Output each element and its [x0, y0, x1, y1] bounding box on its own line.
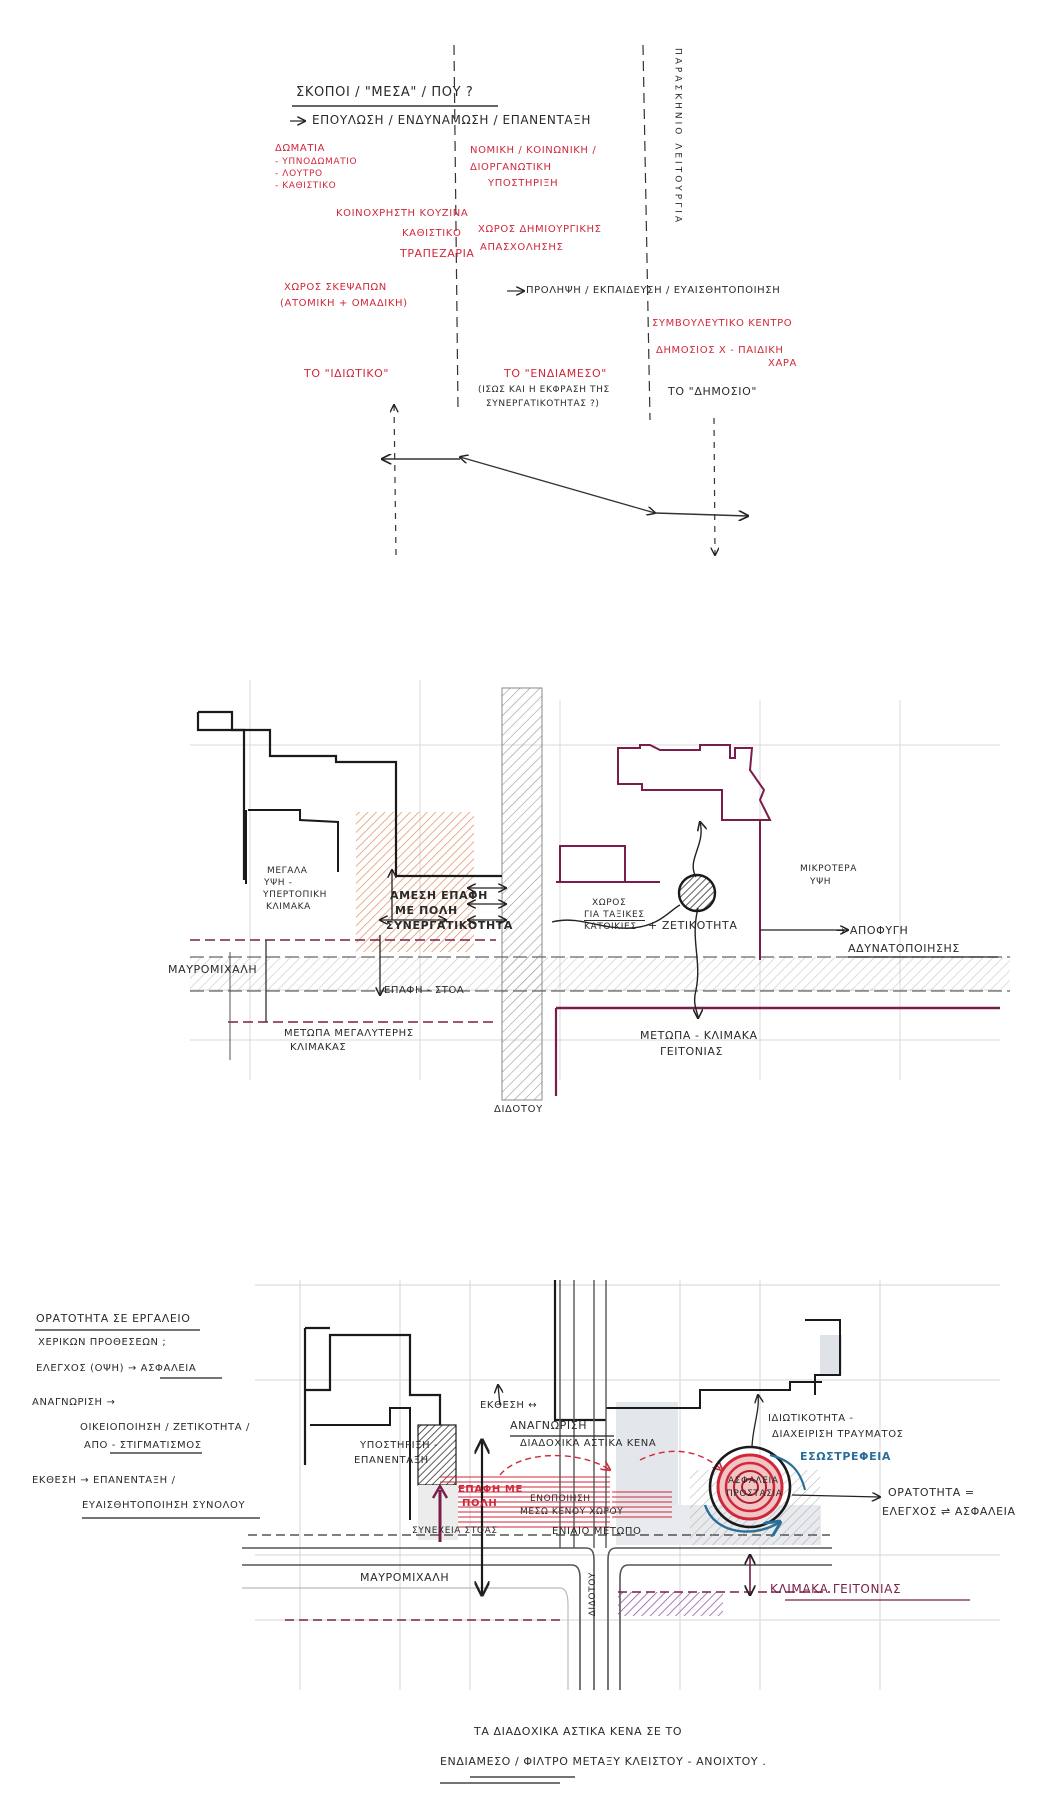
sketch1-label-mid: ΤΟ "ΕΝΔΙΑΜΕΣΟ" — [504, 367, 607, 380]
sketch3-contact-city-1: ΠΟΛΗ — [462, 1498, 498, 1509]
sketch1-label-public: ΤΟ "ΔΗΜΟΣΙΟ" — [668, 385, 757, 398]
sketch3-exhibition: ΕΚΘΕΣΗ ↔ — [480, 1400, 538, 1411]
sketch3-contact-city-0: ΕΠΑΦΗ ΜΕ — [458, 1484, 523, 1495]
sketch1-private2-item-1: ΚΑΘΙΣΤΙΚΟ — [402, 228, 462, 239]
sketch2-left-scale-0: ΜΕΓΑΛΑ — [267, 866, 308, 876]
sketch1-mid-arrow-text: ΠΡΟΛΗΨΗ / ΕΚΠΑΙΔΕΥΣΗ / ΕΥΑΙΣΘΗΤΟΠΟΙΗΣΗ — [526, 285, 781, 296]
sketch2-direct-contact-0: ΑΜΕΣΗ ΕΠΑΦΗ — [390, 889, 488, 902]
sketch3-recognition: ΑΝΑΓΝΩΡΙΣΗ — [510, 1419, 588, 1432]
sketch2-neighborhood-front-0: ΜΕΤΩΠΑ - ΚΛΙΜΑΚΑ — [640, 1029, 758, 1042]
sketch1-mid2-item-1: ΑΠΑΣΧΟΛΗΣΗΣ — [480, 242, 564, 253]
sketch1-public-item-1: ΔΗΜΟΣΙΟΣ Χ - ΠΑΙΔΙΚΗ — [656, 345, 784, 356]
sketch3-note-5: ΑΠΟ - ΣΤΙΓΜΑΤΙΣΜΟΣ — [84, 1440, 202, 1451]
sketch1-private-item-0: ΔΩΜΑΤΙΑ — [275, 143, 326, 154]
sketch1-label-mid-note-1: ΣΥΝΕΡΓΑΤΙΚΟΤΗΤΑΣ ?) — [486, 399, 600, 409]
sketch1-public-item-0: ΣΥΜΒΟΥΛΕΥΤΙΚΟ ΚΕΝΤΡΟ — [652, 318, 793, 329]
sketch1-mid-item-0: ΝΟΜΙΚΗ / ΚΟΙΝΩΝΙΚΗ / — [470, 145, 597, 156]
sketch3-lines — [35, 1280, 1000, 1784]
sketch1-private2-item-0: ΚΟΙΝΟΧΡΗΣΤΗ ΚΟΥΖΙΝΑ — [336, 208, 469, 219]
sketch3-privacy-1: ΔΙΑΧΕΙΡΙΣΗ ΤΡΑΥΜΑΤΟΣ — [772, 1429, 904, 1440]
sketch3-note-1: ΧΕΡΙΚΩΝ ΠΡΟΘΕΣΕΩΝ ; — [38, 1337, 167, 1348]
sketch3-note-6: ΕΚΘΕΣΗ → ΕΠΑΝΕΝΤΑΞΗ / — [32, 1475, 176, 1486]
sketch3-note-7: ΕΥΑΙΣΘΗΤΟΠΟΙΗΣΗ ΣΥΝΟΛΟΥ — [82, 1500, 246, 1511]
sketch1-private3-item-0: ΧΩΡΟΣ ΣΚΕΨΑΠΩΝ — [284, 282, 387, 293]
sketch3-privacy-0: ΙΔΙΩΤΙΚΟΤΗΤΑ - — [768, 1413, 854, 1424]
sketch2-contact-stoa: ΕΠΑΦΗ - ΣΤΟΑ — [384, 985, 465, 996]
sketch3-note-2: ΕΛΕΓΧΟΣ (ΟΨΗ) → ΑΣΦΑΛΕΙΑ — [36, 1363, 197, 1374]
sketch3-note-3: ΑΝΑΓΝΩΡΙΣΗ → — [32, 1397, 116, 1408]
sketch2-smaller-heights-1: ΥΨΗ — [810, 877, 832, 887]
sketch2-bigger-scale-0: ΜΕΤΩΠΑ ΜΕΓΑΛΥΤΕΡΗΣ — [284, 1028, 414, 1039]
sketch3-unify-1: ΜΕΣΩ ΚΕΝΟΥ ΧΩΡΟΥ — [520, 1507, 624, 1517]
sketch1-public-item-2: ΧΑΡΑ — [768, 358, 797, 369]
sketch1-mid-item-2: ΥΠΟΣΤΗΡΙΞΗ — [488, 178, 559, 189]
sketch3-caption-1: ΕΝΔΙΑΜΕΣΟ / ΦΙΛΤΡΟ ΜΕΤΑΞΥ ΚΛΕΙΣΤΟΥ - ΑΝΟ… — [440, 1755, 767, 1768]
sketch2-street-v: ΔΙΔΟΤΟΥ — [494, 1104, 543, 1115]
sketch1-title: ΣΚΟΠΟΙ / "ΜΕΣΑ" / ΠΟΥ ? — [296, 85, 474, 100]
sketch2-space-text-2: ΚΑΤΟΙΚΙΕΣ — [584, 922, 637, 932]
sketch2-avoid-0: → ΑΠΟΦΥΓΗ — [836, 924, 909, 937]
sketch2-left-scale-2: ΥΠΕΡΤΟΠΙΚΗ — [263, 890, 328, 900]
sketch3-support-1: ΕΠΑΝΕΝΤΑΞΗ — [354, 1455, 429, 1466]
sketch2-direct-contact-2: ΣΥΝΕΡΓΑΤΙΚΟΤΗΤΑ — [386, 919, 513, 932]
sketch2-lines — [190, 680, 1010, 1101]
sketch2-avoid-1: ΑΔΥΝΑΤΟΠΟΙΗΣΗΣ — [848, 942, 960, 955]
sketch3-single-front: ΕΝΙΑΙΟ ΜΕΤΩΠΟ — [552, 1526, 642, 1537]
sketch3-stoa-cont: ΣΥΝΕΧΕΙΑ ΣΤΟΑΣ — [412, 1526, 498, 1536]
sketch3-successive: ΔΙΑΔΟΧΙΚΑ ΑΣΤΙΚΑ ΚΕΝΑ — [520, 1438, 657, 1449]
sketch1-private2-item-2: ΤΡΑΠΕΖΑΡΙΑ — [400, 247, 475, 260]
sketch3-support-0: ΥΠΟΣΤΗΡΙΞΗ - — [360, 1440, 439, 1451]
sketch2-street-h: ΜΑΥΡΟΜΙΧΑΛΗ — [168, 963, 258, 976]
sketch1-label-mid-note-0: (ΙΣΩΣ ΚΑΙ Η ΕΚΦΡΑΣΗ ΤΗΣ — [478, 385, 610, 395]
sketch1-label-private: ΤΟ "ΙΔΙΩΤΙΚΟ" — [304, 367, 390, 380]
sketch1-mid-item-1: ΔΙΟΡΓΑΝΩΤΙΚΗ — [470, 162, 552, 173]
sketch3-safety-core-0: ΑΣΦΑΛΕΙΑ — [728, 1476, 779, 1486]
sketch1-lines — [290, 44, 748, 555]
sketch1-private-item-3: - ΚΑΘΙΣΤΙΚΟ — [275, 181, 337, 191]
sketch1-goal-line: ΕΠΟΥΛΩΣΗ / ΕΝΔΥΝΑΜΩΣΗ / ΕΠΑΝΕΝΤΑΞΗ — [312, 113, 592, 127]
sketch2-bigger-scale-1: ΚΛΙΜΑΚΑΣ — [290, 1042, 347, 1053]
sketch3-neighborhood: ΚΛΙΜΑΚΑ ΓΕΙΤΟΝΙΑΣ — [770, 1582, 902, 1596]
sketch3-note-0: ΟΡΑΤΟΤΗΤΑ ΣΕ ΕΡΓΑΛΕΙΟ — [36, 1312, 191, 1325]
sketch2-direct-contact-1: ΜΕ ΠΟΛΗ — [395, 904, 458, 917]
sketch3-safety-core-1: ΠΡΟΣΤΑΣΙΑ — [726, 1489, 783, 1499]
sketch2-neighborhood-front-1: ΓΕΙΤΟΝΙΑΣ — [660, 1045, 724, 1058]
sketch1-vertical-note: ΠΑΡΑΣΚΗΝΙΟ ΛΕΙΤΟΥΡΓΙΑ — [672, 48, 683, 226]
sketch3-street-v: ΔΙΔΟΤΟΥ — [588, 1572, 598, 1617]
sketch2-left-scale-1: ΥΨΗ - — [264, 878, 293, 888]
sketch3-caption-0: ΤΑ ΔΙΑΔΟΧΙΚΑ ΑΣΤΙΚΑ ΚΕΝΑ ΣΕ ΤΟ — [474, 1725, 683, 1738]
sketch3-street-h: ΜΑΥΡΟΜΙΧΑΛΗ — [360, 1571, 450, 1584]
sketch1-private3-item-1: (ΑΤΟΜΙΚΗ + ΟΜΑΔΙΚΗ) — [280, 298, 408, 309]
sketch1-mid2-item-0: ΧΩΡΟΣ ΔΗΜΙΟΥΡΓΙΚΗΣ — [478, 224, 602, 235]
sketch3-visibility-eq-1: ΕΛΕΓΧΟΣ ⇌ ΑΣΦΑΛΕΙΑ — [882, 1505, 1016, 1518]
sketch3-note-4: ΟΙΚΕΙΟΠΟΙΗΣΗ / ΖΕΤΙΚΟΤΗΤΑ / — [80, 1422, 250, 1433]
sketch2-plus-text: + ΖΕΤΙΚΟΤΗΤΑ — [648, 919, 738, 932]
sketch2-space-text-0: ΧΩΡΟΣ — [592, 898, 627, 908]
sketch2-left-scale-3: ΚΛΙΜΑΚΑ — [266, 902, 311, 912]
sketch2-smaller-heights-0: ΜΙΚΡΟΤΕΡΑ — [800, 864, 858, 874]
sketch1-private-item-2: - ΛΟΥΤΡΟ — [275, 169, 323, 179]
sketch3-introversion: ΕΣΩΣΤΡΕΦΕΙΑ — [800, 1450, 892, 1463]
sketch1-private-item-1: - ΥΠΝΟΔΩΜΑΤΙΟ — [275, 157, 358, 167]
sketch2-space-text-1: ΓΙΑ ΤΑΞΙΚΕΣ — [584, 910, 645, 922]
sketch3-unify-0: ΕΝΟΠΟΙΗΣΗ — [530, 1494, 591, 1504]
sketch3-visibility-eq-0: ΟΡΑΤΟΤΗΤΑ = — [888, 1486, 975, 1499]
